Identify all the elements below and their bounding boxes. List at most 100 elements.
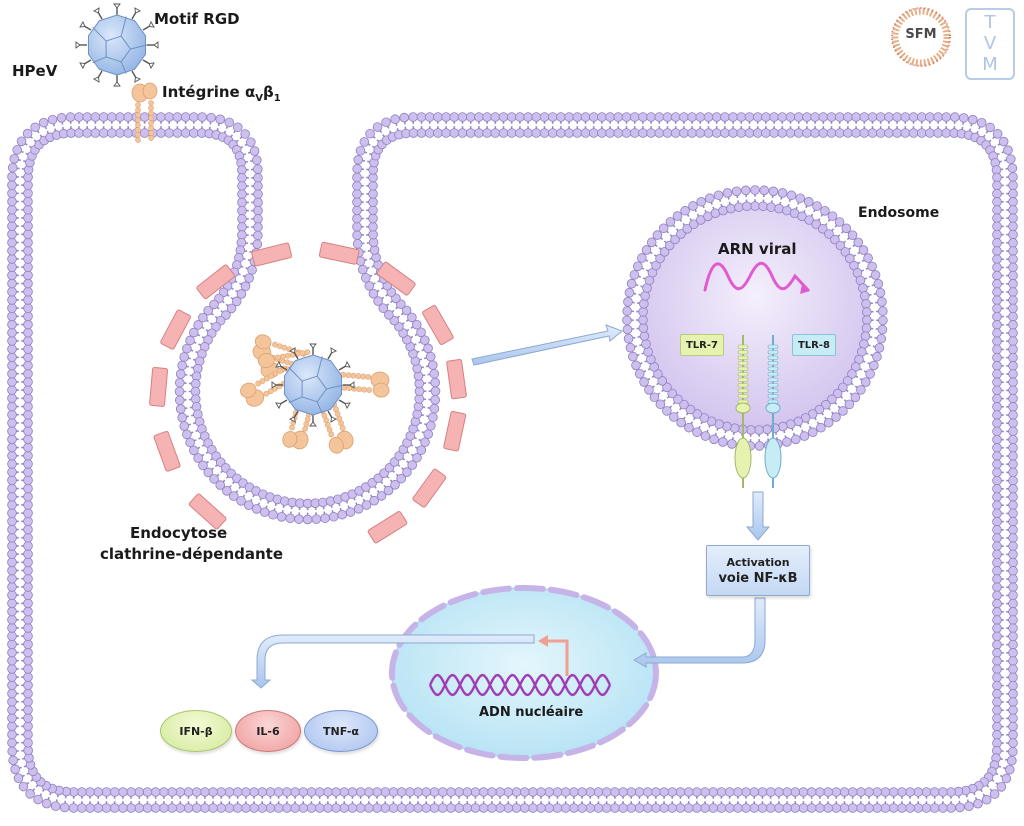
lipid-head bbox=[356, 804, 365, 813]
lipid-head bbox=[873, 804, 882, 813]
tlr-repeat bbox=[768, 345, 778, 349]
lipid-head bbox=[24, 656, 33, 665]
lipid-head bbox=[94, 788, 103, 797]
lipid-head bbox=[24, 443, 33, 452]
lipid-head bbox=[13, 145, 22, 154]
lipid-head bbox=[589, 129, 598, 138]
lipid-head bbox=[151, 788, 160, 797]
lipid-head bbox=[993, 173, 1002, 182]
integrin-leg-bead bbox=[355, 373, 361, 379]
lipid-head bbox=[369, 198, 378, 207]
lipid-head bbox=[1009, 378, 1018, 387]
lipid-head bbox=[1009, 698, 1018, 707]
lipid-head bbox=[993, 353, 1002, 362]
lipid-head bbox=[925, 129, 934, 138]
lipid-head bbox=[353, 173, 362, 182]
lipid-head bbox=[254, 198, 263, 207]
lipid-head bbox=[993, 616, 1002, 625]
lipid-head bbox=[8, 427, 17, 436]
lipid-head bbox=[8, 697, 17, 706]
lipid-head bbox=[786, 129, 795, 138]
lipid-head bbox=[474, 113, 483, 122]
lipid-head bbox=[606, 113, 615, 122]
lipid-head bbox=[875, 343, 884, 352]
lipid-head bbox=[990, 790, 999, 799]
lipid-head bbox=[662, 406, 671, 415]
rgd-spike-tip bbox=[80, 61, 86, 68]
lipid-head bbox=[124, 129, 133, 138]
lipid-head bbox=[1009, 230, 1018, 239]
lipid-head bbox=[993, 443, 1002, 452]
lipid-head bbox=[24, 714, 33, 723]
lipid-head bbox=[808, 428, 817, 437]
lipid-head bbox=[758, 788, 767, 797]
lipid-head bbox=[745, 129, 754, 138]
lipid-head bbox=[540, 129, 549, 138]
lipid-head bbox=[86, 804, 95, 813]
lipid-head bbox=[455, 804, 464, 813]
lipid-head bbox=[369, 230, 378, 239]
lipid-head bbox=[854, 238, 863, 247]
tvm-letter-t: T bbox=[967, 12, 1013, 33]
cytokine-il-6: IL-6 bbox=[235, 710, 301, 752]
lipid-head bbox=[348, 788, 357, 797]
lipid-head bbox=[832, 788, 841, 797]
lipid-head bbox=[277, 512, 286, 521]
lipid-head bbox=[993, 575, 1002, 584]
lipid-head bbox=[723, 189, 732, 198]
integrin-leg-bead bbox=[360, 374, 366, 380]
lipid-head bbox=[8, 599, 17, 608]
lipid-head bbox=[993, 460, 1002, 469]
lipid-head bbox=[1009, 542, 1018, 551]
lipid-head bbox=[1009, 189, 1018, 198]
lipid-head bbox=[8, 279, 17, 288]
lipid-head bbox=[993, 181, 1002, 190]
lipid-head bbox=[586, 804, 595, 813]
lipid-head bbox=[671, 129, 680, 138]
lipid-head bbox=[581, 129, 590, 138]
lipid-head bbox=[993, 247, 1002, 256]
lipid-head bbox=[993, 640, 1002, 649]
lipid-head bbox=[704, 129, 713, 138]
lipid-head bbox=[315, 788, 324, 797]
lipid-head bbox=[993, 558, 1002, 567]
sfm-logo-text: SFM bbox=[890, 27, 952, 42]
arrow-tlr-to-nfkb bbox=[747, 492, 769, 540]
lipid-head bbox=[274, 788, 283, 797]
lipid-head bbox=[8, 443, 17, 452]
lipid-head bbox=[1009, 468, 1018, 477]
lipid-head bbox=[446, 804, 455, 813]
lipid-head bbox=[630, 113, 639, 122]
lipid-head bbox=[24, 214, 33, 223]
lipid-head bbox=[681, 206, 690, 215]
lipid-head bbox=[8, 337, 17, 346]
lipid-head bbox=[417, 129, 426, 138]
lipid-head bbox=[431, 387, 440, 396]
integrin-leg-bead bbox=[148, 120, 153, 125]
endocytosis-label-line1: Endocytose bbox=[130, 524, 227, 542]
lipid-head bbox=[774, 788, 783, 797]
lipid-head bbox=[1009, 386, 1018, 395]
lipid-head bbox=[1009, 460, 1018, 469]
lipid-head bbox=[993, 484, 1002, 493]
lipid-head bbox=[647, 238, 656, 247]
lipid-head bbox=[24, 230, 33, 239]
lipid-head bbox=[835, 218, 844, 227]
lipid-head bbox=[438, 804, 447, 813]
lipid-head bbox=[906, 788, 915, 797]
lipid-head bbox=[253, 240, 262, 249]
lipid-head bbox=[118, 788, 127, 797]
lipid-head bbox=[717, 804, 726, 813]
lipid-head bbox=[8, 197, 17, 206]
lipid-head bbox=[1009, 673, 1018, 682]
lipid-head bbox=[274, 804, 283, 813]
lipid-head bbox=[1009, 402, 1018, 411]
lipid-head bbox=[1009, 271, 1018, 280]
lipid-head bbox=[635, 804, 644, 813]
lipid-head bbox=[1009, 534, 1018, 543]
lipid-head bbox=[1009, 197, 1018, 206]
lipid-head bbox=[993, 288, 1002, 297]
lipid-head bbox=[758, 804, 767, 813]
lipid-head bbox=[906, 804, 915, 813]
lipid-head bbox=[8, 640, 17, 649]
